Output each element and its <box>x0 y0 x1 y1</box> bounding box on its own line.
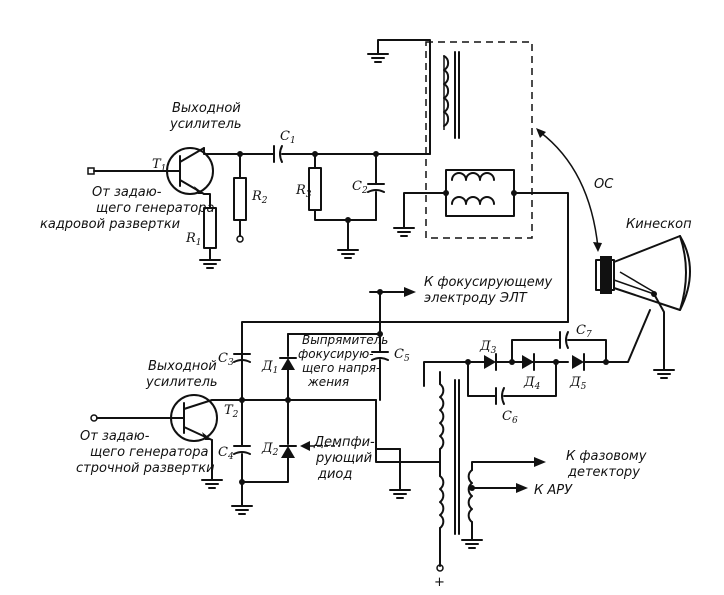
ref-c5: C5 <box>394 347 410 364</box>
diode-d3 <box>484 353 497 371</box>
line-src-label-3: строчной развертки <box>76 461 215 476</box>
ground-line-transformer <box>389 489 483 549</box>
text-labels: Выходной усилитель От задаю- щего генера… <box>40 101 692 590</box>
line-section <box>90 287 651 572</box>
damper-label-1: Демпфи- <box>313 435 375 450</box>
ref-c7: C7 <box>576 323 592 340</box>
line-src-label-1: От задаю- <box>80 429 150 444</box>
damper-label-3: диод <box>317 467 352 482</box>
line-transformer <box>423 359 546 572</box>
kinescope-label: Кинескоп <box>626 217 692 232</box>
ref-r3: R3 <box>295 183 312 200</box>
diode-d1 <box>279 357 297 370</box>
line-amp-label-2: усилитель <box>145 375 218 390</box>
line-src-label-2: щего генератора <box>90 445 208 460</box>
frame-src-label-2: щего генератора <box>96 201 214 216</box>
capacitor-c1 <box>273 145 283 163</box>
frame-src-label-3: кадровой развертки <box>40 217 180 232</box>
resistor-r2 <box>233 177 247 221</box>
ref-t1: T1 <box>152 157 166 174</box>
yoke-line-coils <box>443 169 517 217</box>
rectifier-label-4: жения <box>307 375 349 389</box>
frame-src-label-1: От задаю- <box>92 185 162 200</box>
ref-c2: C2 <box>352 179 368 196</box>
rectifier-label-2: фокусирую- <box>298 347 374 361</box>
damper-label-2: рующий <box>315 451 372 466</box>
deflection-yoke-frame <box>425 41 533 239</box>
phase-label-1: К фазовому <box>566 449 647 464</box>
ref-t2: T2 <box>224 403 239 420</box>
ground-kinescope <box>653 369 675 379</box>
ref-d5: Д5 <box>569 375 587 392</box>
capacitor-c4 <box>233 445 251 455</box>
ground-t2 <box>201 479 223 489</box>
transistor-t1 <box>166 147 214 195</box>
ref-c1: C1 <box>280 129 296 146</box>
ground-yoke <box>393 227 415 237</box>
ref-d1: Д1 <box>261 359 278 376</box>
capacitor-c5 <box>371 351 389 361</box>
plus-terminal <box>436 564 444 572</box>
ref-d4: Д4 <box>523 375 541 392</box>
kinescope <box>536 128 691 379</box>
capacitor-c6 <box>495 387 505 405</box>
diode-d5 <box>572 353 585 371</box>
os-label: ОС <box>594 177 614 192</box>
ref-r2: R2 <box>251 189 268 206</box>
ref-d2: Д2 <box>261 441 279 458</box>
focus-label-2: электроду ЭЛТ <box>424 291 528 306</box>
phase-label-2: детектору <box>567 465 640 480</box>
resistor-r3 <box>308 167 322 211</box>
capacitor-c3 <box>233 353 251 363</box>
agc-label: К АРУ <box>534 483 573 498</box>
ground-top <box>367 53 389 63</box>
plus-label: + <box>434 575 445 590</box>
ground-c4 <box>231 505 253 515</box>
ground-c2 <box>337 249 359 259</box>
ground-r1 <box>199 259 221 269</box>
ref-r1: R1 <box>185 231 202 248</box>
rectifier-label-1: Выпрямитель <box>302 333 388 347</box>
rectifier-label-3: щего напря- <box>302 361 380 375</box>
line-amp-label-1: Выходной <box>148 359 217 374</box>
ref-c4: C4 <box>218 445 234 462</box>
os-arc-arrow <box>539 131 599 249</box>
ref-c3: C3 <box>218 351 234 368</box>
frame-transformer <box>367 39 460 155</box>
frame-section <box>87 39 569 323</box>
ref-c6: C6 <box>502 409 518 426</box>
diode-d4 <box>522 353 535 371</box>
frame-amp-label-2: усилитель <box>169 117 242 132</box>
frame-amp-label-1: Выходной <box>172 101 241 116</box>
r2-terminal <box>236 235 244 243</box>
capacitor-c7 <box>559 331 569 349</box>
diode-d2 <box>279 445 297 458</box>
transistor-t2 <box>170 394 218 442</box>
damper-arrow <box>300 441 310 451</box>
focus-label-1: К фокусирующему <box>424 275 553 290</box>
capacitor-c2 <box>367 183 385 193</box>
ref-d3: Д3 <box>479 339 497 356</box>
